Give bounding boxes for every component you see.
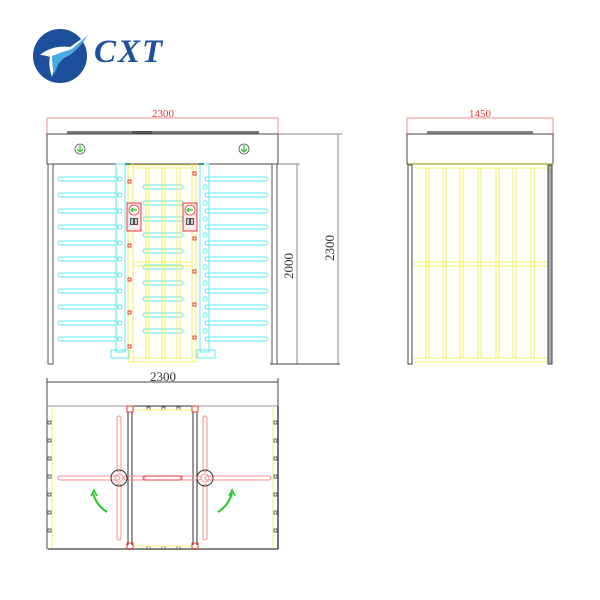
indicator-panel-left xyxy=(126,202,142,232)
front-total-height-dimension: 2300 xyxy=(322,235,337,261)
rotor-hub-right xyxy=(196,469,214,487)
anchor-icon-left xyxy=(74,143,86,155)
side-width-dimension: 1450 xyxy=(469,108,492,120)
front-inner-height-dimension: 2000 xyxy=(281,253,296,279)
front-view: 2300 xyxy=(46,108,342,365)
indicator-panel-right xyxy=(182,202,198,232)
rotation-arrow-icon-right xyxy=(217,492,233,513)
side-view: 1450 xyxy=(406,108,554,365)
globe-swoosh-icon xyxy=(33,29,90,83)
rotation-arrow-icon-left xyxy=(92,492,108,513)
front-width-dimension: 2300 xyxy=(152,108,175,120)
brand-name: CXT xyxy=(94,34,165,70)
anchor-icon-right xyxy=(238,143,250,155)
top-view: 2300 xyxy=(46,369,279,550)
rotor-hub-left xyxy=(110,469,128,487)
brand-logo xyxy=(30,25,190,85)
top-width-dimension: 2300 xyxy=(150,369,176,384)
